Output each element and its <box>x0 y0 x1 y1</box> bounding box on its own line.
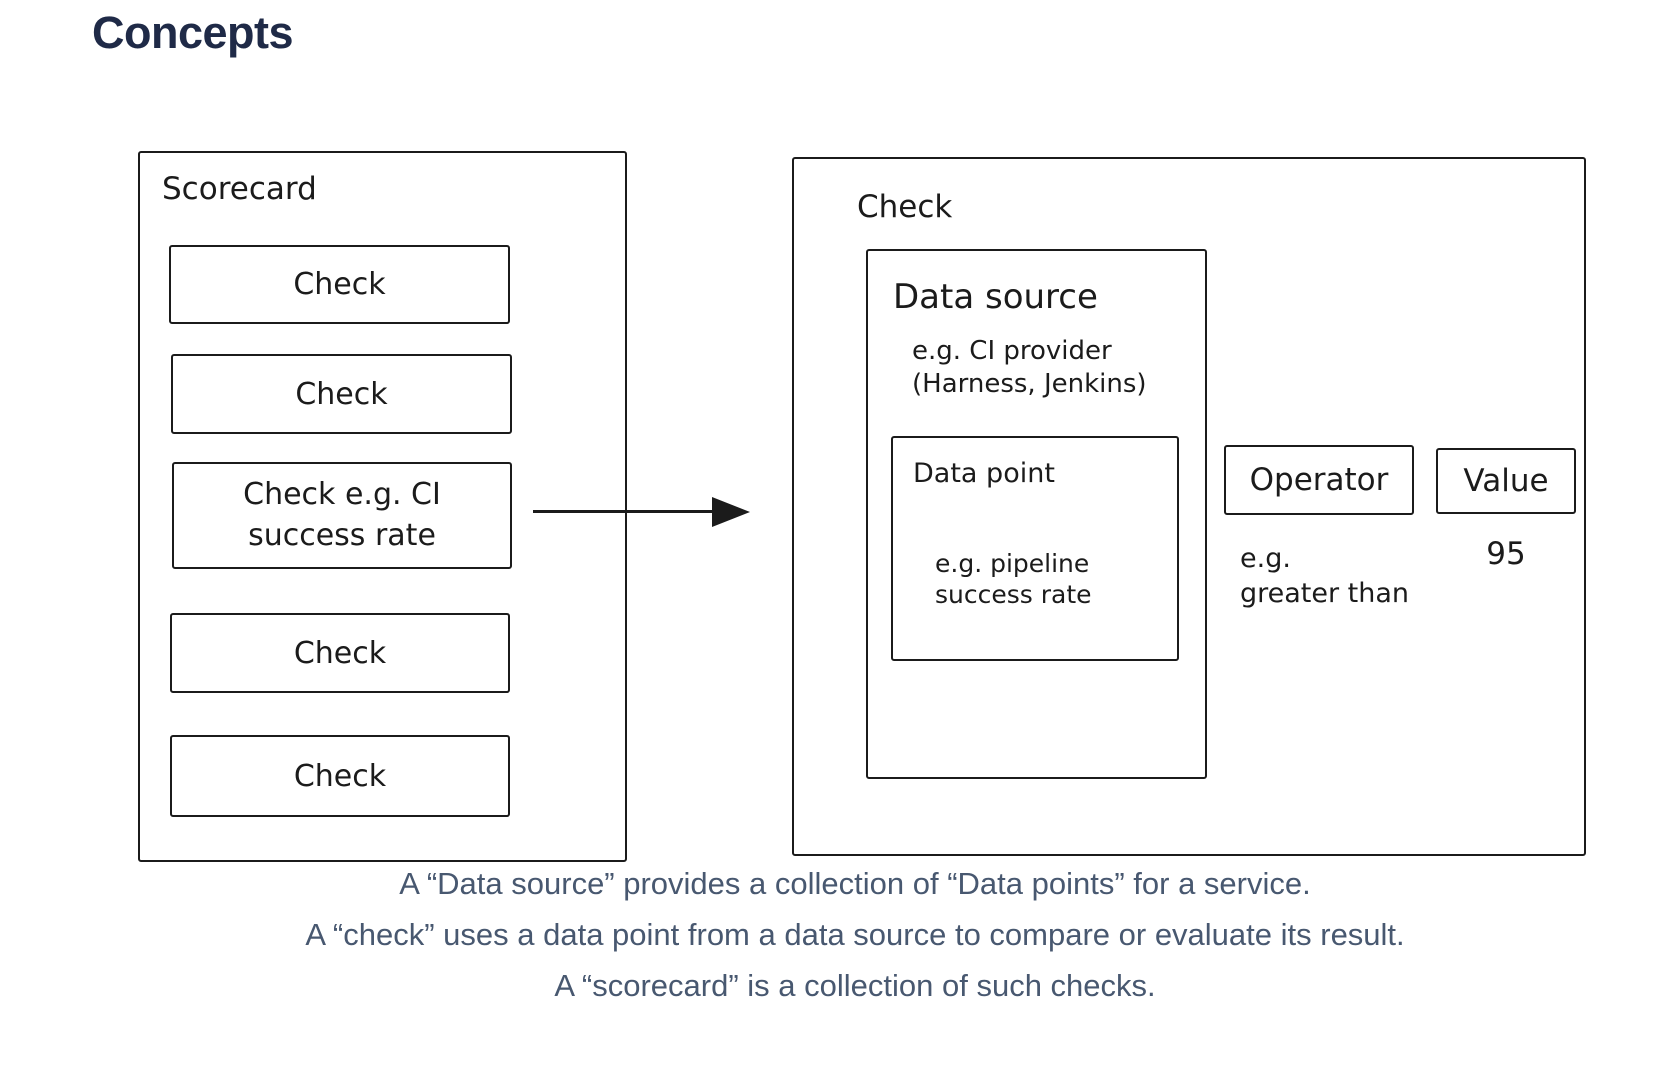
operator-example-line1: e.g. <box>1240 543 1291 574</box>
scorecard-label: Scorecard <box>162 171 317 207</box>
arrow-line <box>533 510 715 513</box>
data-point-example-line2: success rate <box>935 580 1092 610</box>
value-box: Value <box>1436 448 1576 514</box>
operator-label: Operator <box>1249 462 1389 498</box>
data-point-title: Data point <box>913 458 1055 489</box>
caption-line-1: A “Data source” provides a collection of… <box>399 866 1311 901</box>
data-point-example: e.g. pipeline success rate <box>935 548 1092 611</box>
check-detail-box: Check Data source e.g. CI provider (Harn… <box>792 157 1586 856</box>
check-label: Check e.g. CI success rate <box>243 475 441 556</box>
scorecard-check-item-ci-success-rate: Check e.g. CI success rate <box>172 462 512 569</box>
value-label: Value <box>1463 463 1549 499</box>
check-detail-label: Check <box>857 189 953 225</box>
caption-line-2: A “check” uses a data point from a data … <box>305 917 1405 952</box>
data-source-example: e.g. CI provider (Harness, Jenkins) <box>912 335 1147 400</box>
scorecard-check-item: Check <box>171 354 512 434</box>
data-source-example-line2: (Harness, Jenkins) <box>912 368 1147 399</box>
value-example: 95 <box>1486 536 1526 572</box>
caption: A “Data source” provides a collection of… <box>55 866 1655 1019</box>
caption-line-3: A “scorecard” is a collection of such ch… <box>554 968 1156 1003</box>
scorecard-check-item: Check <box>170 735 510 817</box>
operator-example: e.g. greater than <box>1240 541 1409 611</box>
check-label-line1: Check e.g. CI <box>243 477 441 512</box>
data-point-box: Data point e.g. pipeline success rate <box>891 436 1179 661</box>
arrow-head <box>712 497 750 527</box>
check-label: Check <box>293 758 387 794</box>
scorecard-box: Scorecard Check Check Check e.g. CI succ… <box>138 151 627 862</box>
data-source-title: Data source <box>893 277 1098 317</box>
check-label: Check <box>295 376 388 412</box>
check-label: Check <box>293 635 387 671</box>
data-point-example-line1: e.g. pipeline <box>935 549 1090 578</box>
check-label: Check <box>293 267 386 302</box>
operator-box: Operator <box>1224 445 1414 515</box>
data-source-example-line1: e.g. CI provider <box>912 336 1112 366</box>
operator-example-line2: greater than <box>1240 578 1410 610</box>
scorecard-check-item: Check <box>170 613 510 693</box>
scorecard-check-item: Check <box>169 245 510 324</box>
check-label-line2: success rate <box>248 517 436 553</box>
data-source-box: Data source e.g. CI provider (Harness, J… <box>866 249 1207 779</box>
page-title: Concepts <box>92 7 294 58</box>
